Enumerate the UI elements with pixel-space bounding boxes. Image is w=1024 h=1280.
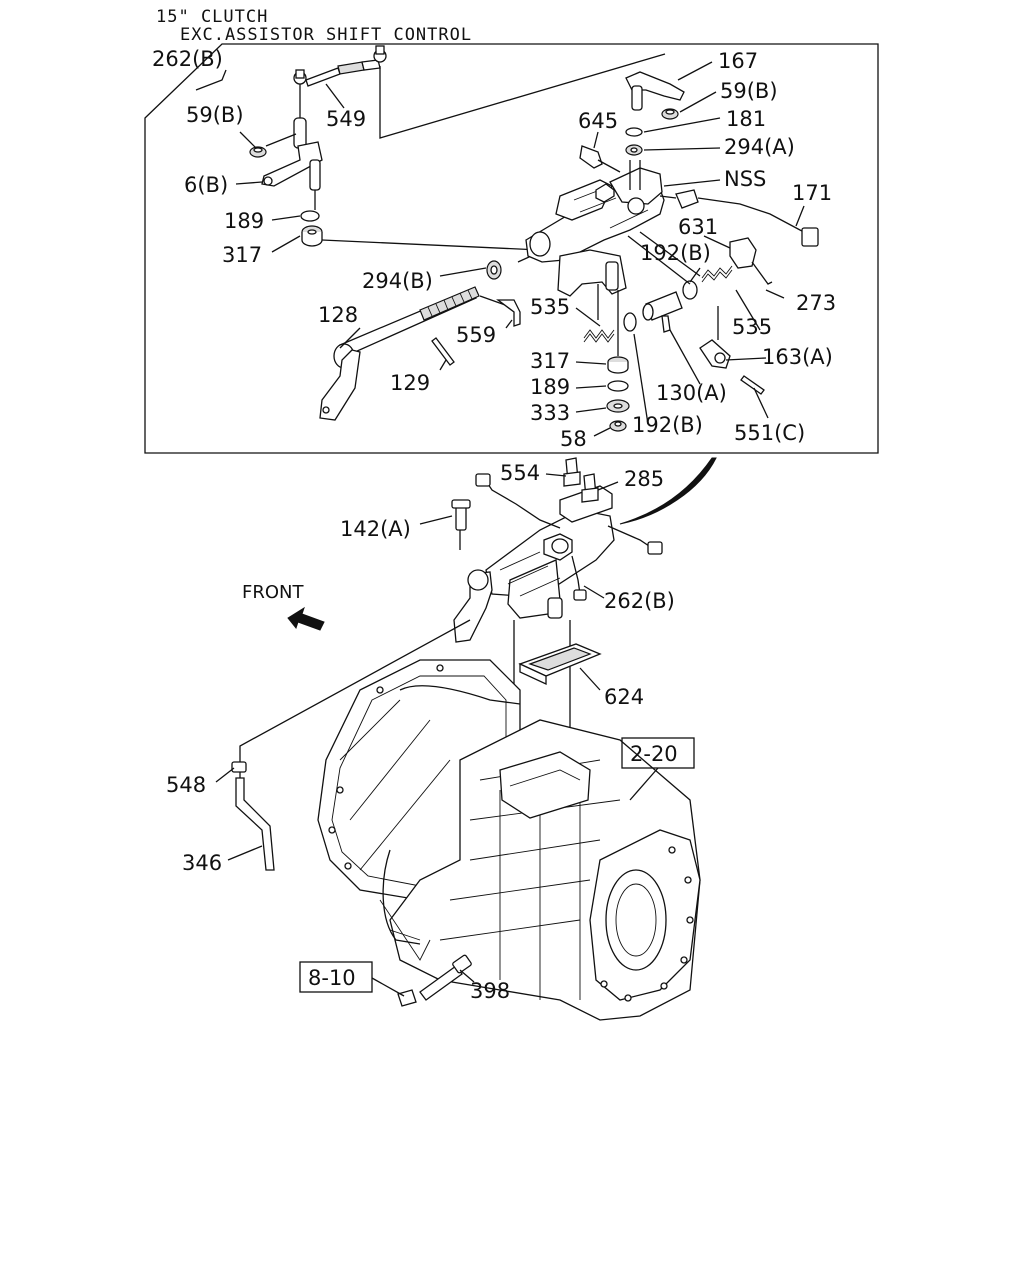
label-262b-mid: 262(B) <box>604 589 675 613</box>
label-189-left: 189 <box>224 209 264 233</box>
header-line1: 15" CLUTCH <box>156 7 268 27</box>
label-554: 554 <box>500 461 540 485</box>
lever-167 <box>625 71 685 111</box>
label-142a: 142(A) <box>340 517 411 541</box>
label-58: 58 <box>560 427 587 451</box>
ref-box-2-20: 2-20 <box>621 737 695 801</box>
shift-rod-128 <box>319 286 480 421</box>
sleeve-130a <box>642 291 683 333</box>
shift-housing <box>525 167 665 297</box>
front-arrow-icon <box>287 606 325 631</box>
lever-163a <box>699 306 731 369</box>
detail-box <box>144 43 879 454</box>
clip-559 <box>479 295 521 327</box>
label-645: 645 <box>578 109 618 133</box>
label-333: 333 <box>530 401 570 425</box>
label-559: 559 <box>456 323 496 347</box>
label-317-mid: 317 <box>530 349 570 373</box>
hose-346 <box>235 777 275 871</box>
label-631: 631 <box>678 215 718 239</box>
front-label: FRONT <box>242 582 304 603</box>
bushing-317-left <box>301 225 323 247</box>
switch-171 <box>659 189 819 247</box>
ref-2-20: 2-20 <box>630 742 678 766</box>
label-6b: 6(B) <box>184 173 228 197</box>
lever-6b <box>261 100 323 210</box>
pin-551c <box>740 375 765 395</box>
nut-59b-left <box>249 133 297 158</box>
fitting-548 <box>231 761 247 778</box>
label-171: 171 <box>792 181 832 205</box>
label-59b-left: 59(B) <box>186 103 244 127</box>
label-nss: NSS <box>724 167 766 191</box>
ref-8-10: 8-10 <box>308 966 356 990</box>
label-167: 167 <box>718 49 758 73</box>
spring-535-right <box>701 265 733 283</box>
label-262b-top: 262(B) <box>152 47 223 71</box>
seal-294b <box>486 260 502 280</box>
label-181: 181 <box>726 107 766 131</box>
washer-333 <box>606 399 630 413</box>
label-273: 273 <box>796 291 836 315</box>
label-192b-up: 192(B) <box>640 241 711 265</box>
connector-arc <box>619 457 717 525</box>
washer-181 <box>625 127 643 137</box>
rod-549 <box>293 45 387 100</box>
label-129: 129 <box>390 371 430 395</box>
nut-58 <box>609 420 627 432</box>
pin-129 <box>431 337 455 366</box>
label-548: 548 <box>166 773 206 797</box>
label-128: 128 <box>318 303 358 327</box>
label-163a: 163(A) <box>762 345 833 369</box>
label-130a: 130(A) <box>656 381 727 405</box>
bushing-317-mid <box>607 356 629 374</box>
ref-box-8-10: 8-10 <box>299 961 405 997</box>
sensor-398 <box>397 954 472 1007</box>
detent-631 <box>729 237 773 285</box>
transmission-case <box>317 659 701 1021</box>
plate-624 <box>518 643 602 686</box>
label-285: 285 <box>624 467 664 491</box>
ring-189-mid <box>607 380 629 392</box>
nut-59b-right <box>661 108 679 120</box>
label-624: 624 <box>604 685 644 709</box>
labels-lower: 554 285 142(A) 262(B) 624 548 346 398 <box>166 461 675 1003</box>
bushing-294a <box>625 144 643 156</box>
label-192b-low: 192(B) <box>632 413 703 437</box>
label-549: 549 <box>326 107 366 131</box>
label-294b: 294(B) <box>362 269 433 293</box>
label-535-left: 535 <box>530 295 570 319</box>
label-189-mid: 189 <box>530 375 570 399</box>
washer-192b-low <box>623 312 637 332</box>
label-317-left: 317 <box>222 243 262 267</box>
label-535-right: 535 <box>732 315 772 339</box>
shift-tower-assembly <box>451 457 663 643</box>
label-551c: 551(C) <box>734 421 805 445</box>
label-59b-right: 59(B) <box>720 79 778 103</box>
header-line2: EXC.ASSISTOR SHIFT CONTROL <box>180 25 472 45</box>
leader-lines-lower <box>215 767 475 983</box>
upper-parts <box>249 45 819 432</box>
switch-645 <box>579 145 621 173</box>
leader-lines-upper <box>195 61 805 437</box>
spring-535-left <box>583 329 615 343</box>
front-indicator: FRONT <box>242 582 325 631</box>
label-294a: 294(A) <box>724 135 795 159</box>
label-398: 398 <box>470 979 510 1003</box>
label-346: 346 <box>182 851 222 875</box>
ring-189-left <box>300 210 320 222</box>
labels-upper: 262(B) 549 59(B) 6(B) 189 317 294(B) 128… <box>152 47 836 451</box>
